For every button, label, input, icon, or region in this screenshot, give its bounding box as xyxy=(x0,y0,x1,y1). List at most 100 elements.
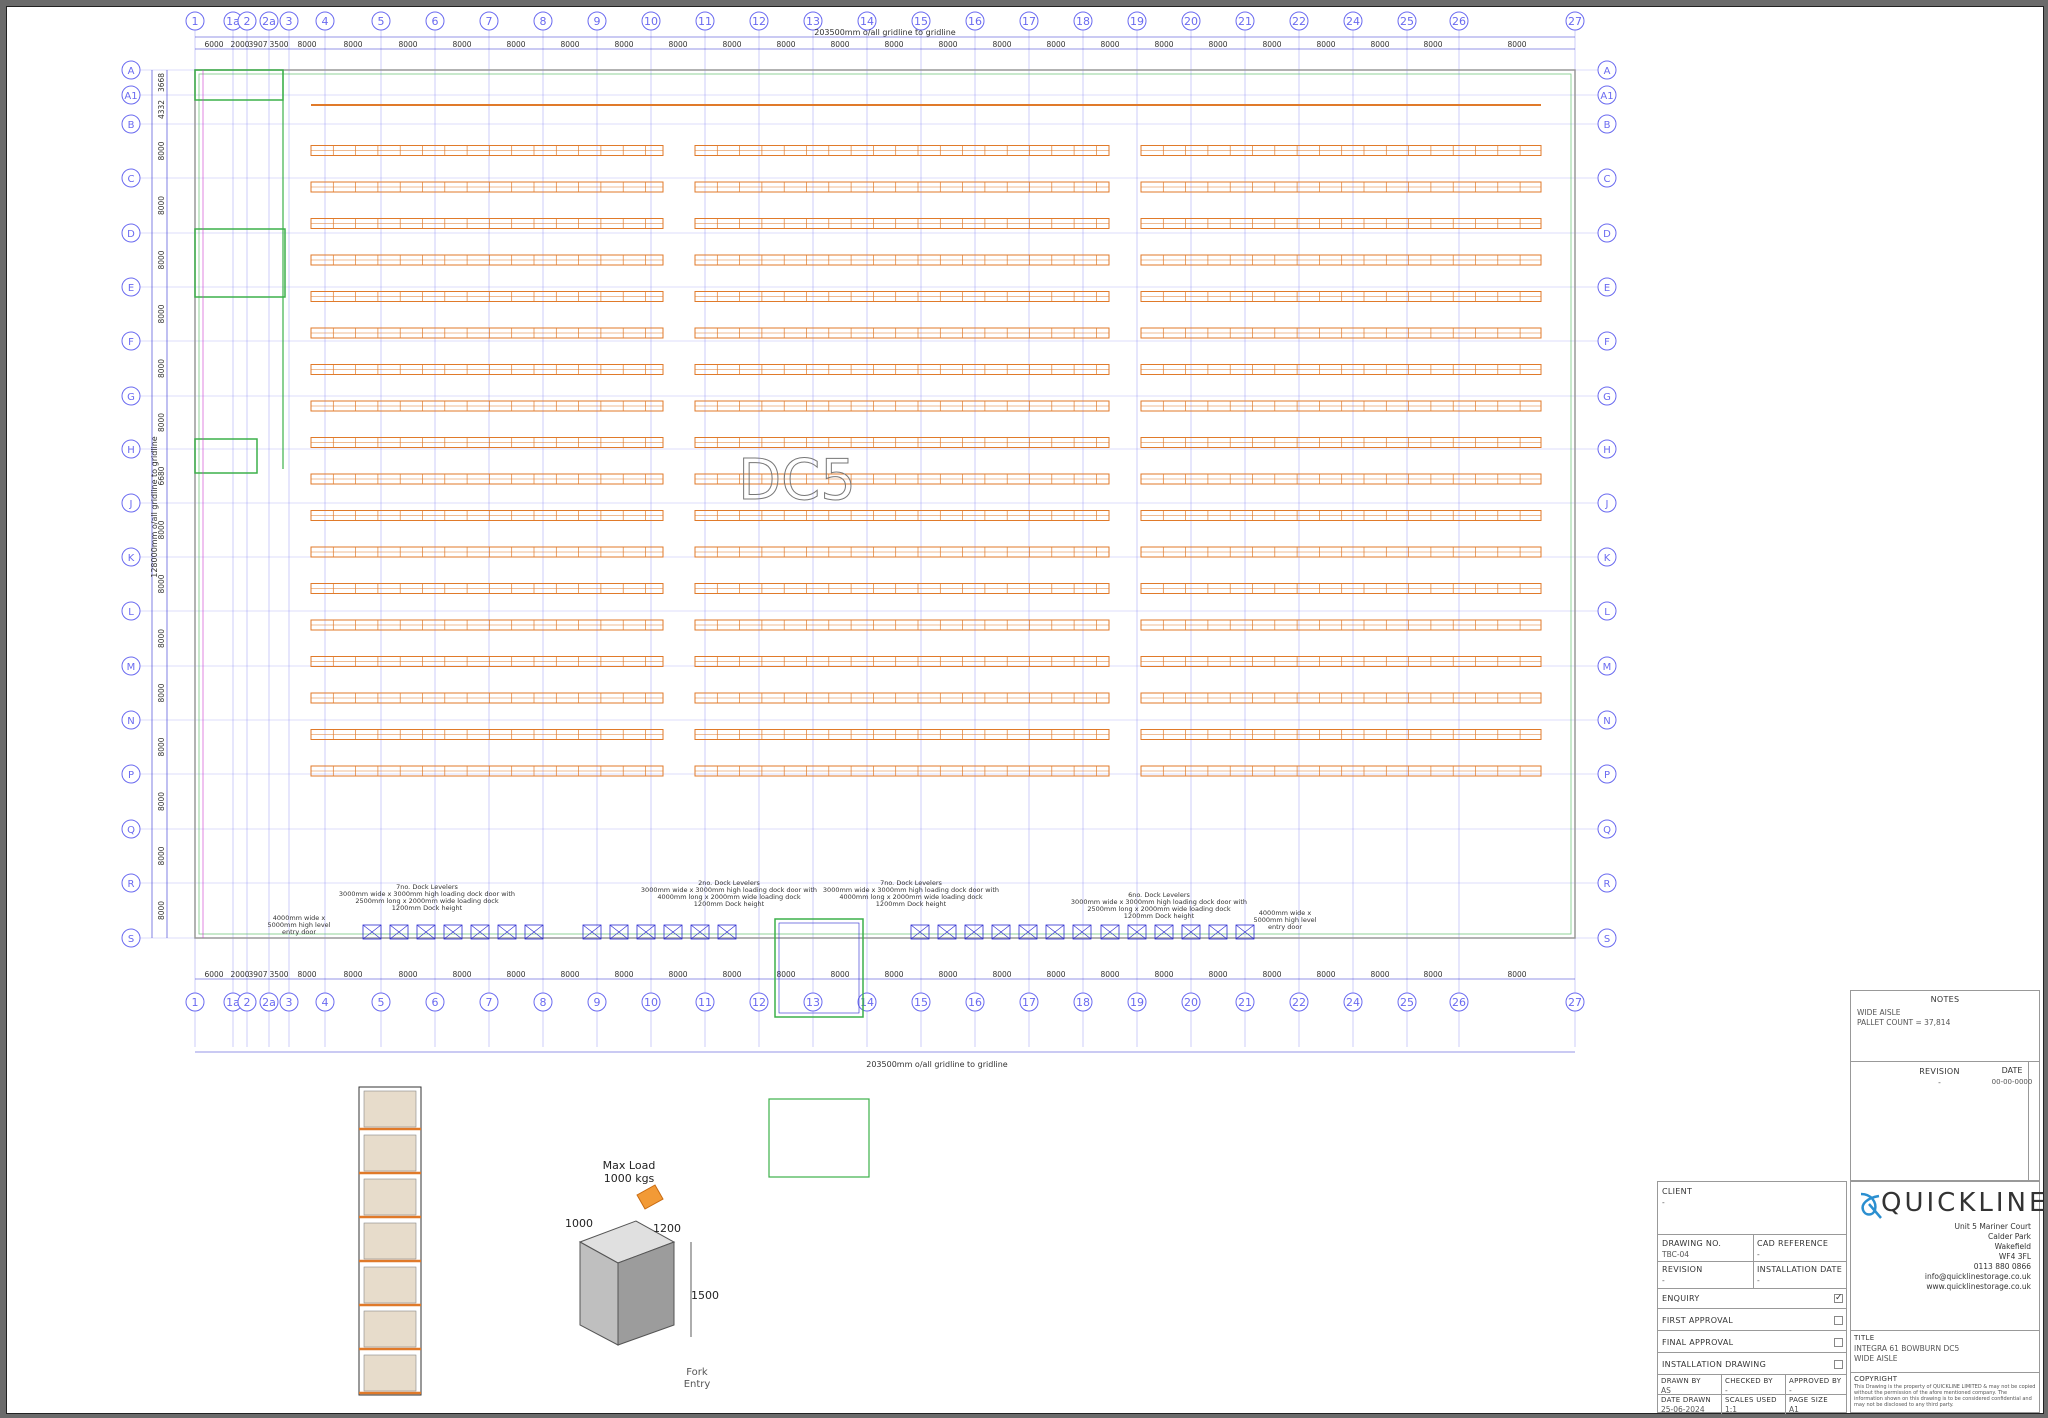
bay-dimension-left: 8000 xyxy=(157,792,166,811)
bay-dimension-top: 8000 xyxy=(297,40,316,49)
bay-dimension-bottom: 8000 xyxy=(1208,970,1227,979)
approval-first-label: FIRST APPROVAL xyxy=(1662,1316,1733,1325)
grid-letter-label: F xyxy=(128,337,134,348)
bay-dimension-bottom: 8000 xyxy=(1316,970,1335,979)
bay-dimension-bottom: 8000 xyxy=(1370,970,1389,979)
bay-dimension-top: 8000 xyxy=(452,40,471,49)
revision-value-2: - xyxy=(1662,1276,1665,1285)
grid-number-label: 14 xyxy=(860,996,874,1009)
cad-ref-value: - xyxy=(1757,1250,1760,1259)
grid-number-label: 5 xyxy=(378,996,385,1009)
grid-number-label: 2 xyxy=(244,996,251,1009)
dock-leveller xyxy=(636,924,656,940)
company-email[interactable]: info@quicklinestorage.co.uk xyxy=(1924,1272,2031,1281)
grid-letter-label: N xyxy=(127,716,134,727)
grid-number-label: 27 xyxy=(1568,996,1582,1009)
bay-dimension-top: 8000 xyxy=(614,40,633,49)
pallet-depth-dim: 1200 xyxy=(653,1222,681,1235)
approval-first-checkbox[interactable] xyxy=(1834,1316,1843,1325)
overall-dimension-bottom: 203500mm o/all gridline to gridline xyxy=(866,1060,1008,1069)
notes-line-1: WIDE AISLE xyxy=(1857,1008,1901,1017)
grid-bubble-right xyxy=(1597,928,1617,948)
grid-letter-label: L xyxy=(1604,607,1610,618)
grid-bubble-left xyxy=(121,873,141,893)
approval-install-label: INSTALLATION DRAWING xyxy=(1662,1360,1767,1369)
company-address: Unit 5 Mariner Court Calder Park Wakefie… xyxy=(1925,1222,2031,1292)
approval-install-checkbox[interactable] xyxy=(1834,1360,1843,1369)
grid-letter-label: P xyxy=(128,770,134,781)
grid-bubble-right xyxy=(1597,710,1617,730)
grid-number-label: 11 xyxy=(698,15,712,28)
grid-bubble-bottom xyxy=(371,992,391,1012)
grid-number-label: 2a xyxy=(262,15,276,28)
dock-note-text: 7no. Dock Levelers xyxy=(880,879,942,887)
date-drawn-value: 25-06-2024 xyxy=(1661,1405,1705,1414)
bay-dimension-top: 6000 xyxy=(204,40,223,49)
pallet-box-elevation xyxy=(363,1354,417,1392)
grid-bubble-top xyxy=(279,11,299,31)
bay-dimension-bottom: 8000 xyxy=(1046,970,1065,979)
bay-dimension-bottom: 2000 xyxy=(230,970,249,979)
dock-cross xyxy=(497,924,517,940)
dock-cross xyxy=(717,924,737,940)
entry-door-text: 4000mm wide x xyxy=(1259,909,1312,917)
grid-number-label: 1 xyxy=(192,15,199,28)
revision-label: REVISION xyxy=(1662,1265,1703,1274)
approval-enquiry-label: ENQUIRY xyxy=(1662,1294,1700,1303)
bay-dimension-top: 8000 xyxy=(343,40,362,49)
grid-bubble-bottom xyxy=(279,992,299,1012)
grid-number-label: 22 xyxy=(1292,996,1306,1009)
grid-number-label: 15 xyxy=(914,15,928,28)
dock-leveller xyxy=(443,924,463,940)
grid-bubble-top xyxy=(1343,11,1363,31)
cad-ref-label: CAD REFERENCE xyxy=(1757,1239,1829,1248)
grid-bubble-left xyxy=(121,601,141,621)
fork-entry-label: Entry xyxy=(684,1379,711,1390)
dock-leveller xyxy=(717,924,737,940)
grid-number-label: 24 xyxy=(1346,15,1360,28)
grid-bubble-left xyxy=(121,60,141,80)
dock-cross xyxy=(663,924,683,940)
grid-bubble-left xyxy=(121,710,141,730)
dock-note-text: 7no. Dock Levelers xyxy=(396,883,458,891)
grid-bubble-left xyxy=(121,439,141,459)
gatehouse-detail xyxy=(768,1098,870,1178)
company-website[interactable]: www.quicklinestorage.co.uk xyxy=(1926,1282,2031,1291)
grid-letter-label: S xyxy=(128,934,134,945)
bay-dimension-left: 3668 xyxy=(157,73,166,92)
revision-panel: REVISION - xyxy=(1850,1061,2040,1181)
grid-number-label: 3 xyxy=(286,15,293,28)
grid-bubble-top xyxy=(533,11,553,31)
grid-letter-label: P xyxy=(1604,770,1610,781)
client-label: CLIENT xyxy=(1662,1187,1693,1196)
approval-enquiry-checkbox[interactable]: ✓ xyxy=(1834,1293,1843,1303)
grid-number-label: 2a xyxy=(262,996,276,1009)
grid-number-label: 20 xyxy=(1184,15,1198,28)
revision-value: - xyxy=(1938,1078,1941,1087)
grid-number-label: 4 xyxy=(322,996,329,1009)
grid-bubble-bottom xyxy=(803,992,823,1012)
notes-line-2: PALLET COUNT = 37,814 xyxy=(1857,1018,1951,1027)
grid-bubble-left xyxy=(121,819,141,839)
bay-dimension-top: 8000 xyxy=(776,40,795,49)
dock-leveller xyxy=(1235,924,1255,940)
grid-bubble-bottom xyxy=(965,992,985,1012)
grid-bubble-top xyxy=(479,11,499,31)
grid-number-label: 1a xyxy=(226,15,240,28)
grid-bubble-top xyxy=(911,11,931,31)
page-size-value: A1 xyxy=(1789,1405,1799,1414)
approval-final-checkbox[interactable] xyxy=(1834,1338,1843,1347)
dock-leveller xyxy=(524,924,544,940)
grid-bubble-bottom xyxy=(479,992,499,1012)
grid-number-label: 1 xyxy=(192,996,199,1009)
grid-bubble-top xyxy=(1019,11,1039,31)
grid-number-label: 4 xyxy=(322,15,329,28)
grid-bubble-top xyxy=(749,11,769,31)
grid-letter-label: K xyxy=(128,553,135,564)
grid-number-label: 13 xyxy=(806,15,820,28)
dock-leveller xyxy=(497,924,517,940)
dock-cross xyxy=(362,924,382,940)
pallet-box-elevation xyxy=(363,1090,417,1128)
bay-dimension-bottom: 8000 xyxy=(297,970,316,979)
dock-leveller xyxy=(1154,924,1174,940)
